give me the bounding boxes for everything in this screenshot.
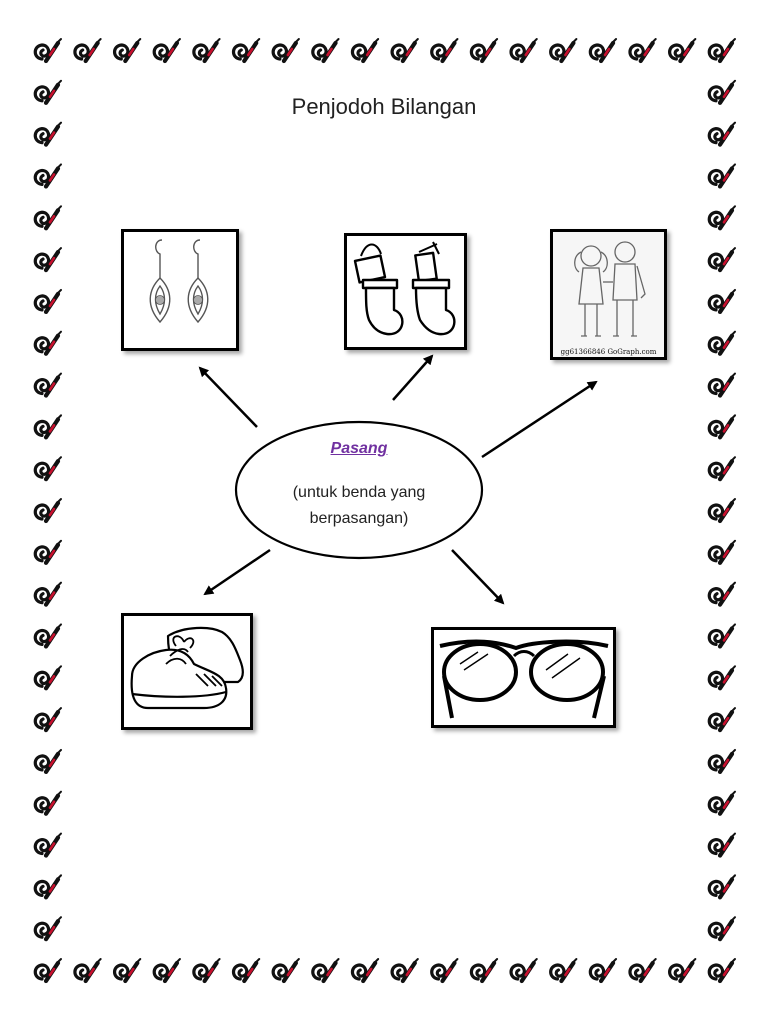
border-motif-icon bbox=[709, 917, 735, 939]
border-motif-icon bbox=[590, 959, 616, 981]
border-motif-icon bbox=[709, 332, 735, 354]
border-motif-icon bbox=[35, 290, 61, 312]
border-motif-icon bbox=[709, 123, 735, 145]
border-motif-icon bbox=[551, 39, 577, 61]
border-motif-icon bbox=[630, 39, 656, 61]
boy-and-girl-icon bbox=[553, 232, 664, 357]
border-motif-icon bbox=[352, 959, 378, 981]
border-motif-icon bbox=[35, 708, 61, 730]
border-motif-icon bbox=[233, 39, 259, 61]
border-motif-icon bbox=[709, 541, 735, 563]
border-motif-icon bbox=[709, 583, 735, 605]
border-motif-icon bbox=[35, 834, 61, 856]
border-motif-icon bbox=[273, 39, 299, 61]
border-motif-icon bbox=[709, 666, 735, 688]
border-motif-icon bbox=[35, 666, 61, 688]
border-motif-icon bbox=[352, 39, 378, 61]
border-motif-icon bbox=[709, 457, 735, 479]
border-motif-icon bbox=[709, 750, 735, 772]
border-motif-icon bbox=[233, 959, 259, 981]
border-motif-icon bbox=[35, 875, 61, 897]
border-motif-icon bbox=[432, 39, 458, 61]
border-motif-icon bbox=[35, 39, 61, 61]
border-motif-icon bbox=[35, 248, 61, 270]
border-motif-icon bbox=[35, 164, 61, 186]
border-motif-icon bbox=[194, 959, 220, 981]
border-motif-icon bbox=[75, 959, 101, 981]
border-motif-icon bbox=[35, 624, 61, 646]
border-motif-icon bbox=[35, 457, 61, 479]
border-motif-icon bbox=[35, 541, 61, 563]
border-motif-icon bbox=[392, 959, 418, 981]
eyeglasses-icon bbox=[439, 639, 609, 719]
border-motif-icon bbox=[630, 959, 656, 981]
center-oval: Pasang (untuk benda yang berpasangan) bbox=[234, 420, 484, 560]
oval-description: (untuk benda yang berpasangan) bbox=[292, 484, 426, 527]
border-motif-icon bbox=[709, 708, 735, 730]
border-motif-icon bbox=[511, 39, 537, 61]
border-motif-icon bbox=[709, 290, 735, 312]
earrings-icon bbox=[149, 239, 209, 324]
border-motif-icon bbox=[154, 39, 180, 61]
earrings-picture bbox=[121, 229, 239, 351]
border-motif-icon bbox=[709, 206, 735, 228]
border-motif-icon bbox=[709, 834, 735, 856]
border-motif-icon bbox=[75, 39, 101, 61]
border-motif-icon bbox=[35, 415, 61, 437]
oval-shape bbox=[234, 420, 484, 560]
page-title: Penjodoh Bilangan bbox=[291, 94, 477, 119]
border-motif-icon bbox=[432, 959, 458, 981]
border-motif-icon bbox=[154, 959, 180, 981]
border-motif-icon bbox=[511, 959, 537, 981]
border-motif-icon bbox=[709, 39, 735, 61]
border-motif-icon bbox=[709, 959, 735, 981]
border-motif-icon bbox=[35, 206, 61, 228]
border-motif-icon bbox=[35, 332, 61, 354]
border-motif-icon bbox=[709, 374, 735, 396]
border-motif-icon bbox=[709, 164, 735, 186]
sneakers-icon bbox=[130, 626, 244, 710]
border-motif-icon bbox=[709, 248, 735, 270]
border-motif-icon bbox=[670, 39, 696, 61]
border-motif-icon bbox=[709, 624, 735, 646]
border-motif-icon bbox=[115, 39, 141, 61]
border-motif-icon bbox=[313, 39, 339, 61]
border-motif-icon bbox=[35, 792, 61, 814]
border-motif-icon bbox=[35, 583, 61, 605]
border-motif-icon bbox=[35, 750, 61, 772]
border-motif-icon bbox=[35, 374, 61, 396]
border-motif-icon bbox=[551, 959, 577, 981]
border-motif-icon bbox=[709, 875, 735, 897]
border-motif-icon bbox=[471, 959, 497, 981]
glasses-picture bbox=[431, 627, 616, 728]
border-motif-icon bbox=[273, 959, 299, 981]
border-motif-icon bbox=[709, 792, 735, 814]
border-motif-icon bbox=[313, 959, 339, 981]
border-motif-icon bbox=[35, 959, 61, 981]
shoes-picture bbox=[121, 613, 253, 730]
watermark-text: gg61366846 GoGraph.com bbox=[560, 348, 657, 356]
border-motif-icon bbox=[115, 959, 141, 981]
border-motif-icon bbox=[670, 959, 696, 981]
children-picture: gg61366846 GoGraph.com bbox=[550, 229, 667, 360]
border-motif-icon bbox=[709, 499, 735, 521]
stockings-picture bbox=[344, 233, 467, 350]
border-motif-icon bbox=[35, 917, 61, 939]
border-motif-icon bbox=[194, 39, 220, 61]
border-motif-icon bbox=[471, 39, 497, 61]
oval-heading[interactable]: Pasang bbox=[330, 440, 388, 457]
border-motif-icon bbox=[709, 415, 735, 437]
border-motif-icon bbox=[35, 123, 61, 145]
border-motif-icon bbox=[590, 39, 616, 61]
christmas-stockings-icon bbox=[353, 241, 456, 336]
border-motif-icon bbox=[35, 499, 61, 521]
border-motif-icon bbox=[392, 39, 418, 61]
